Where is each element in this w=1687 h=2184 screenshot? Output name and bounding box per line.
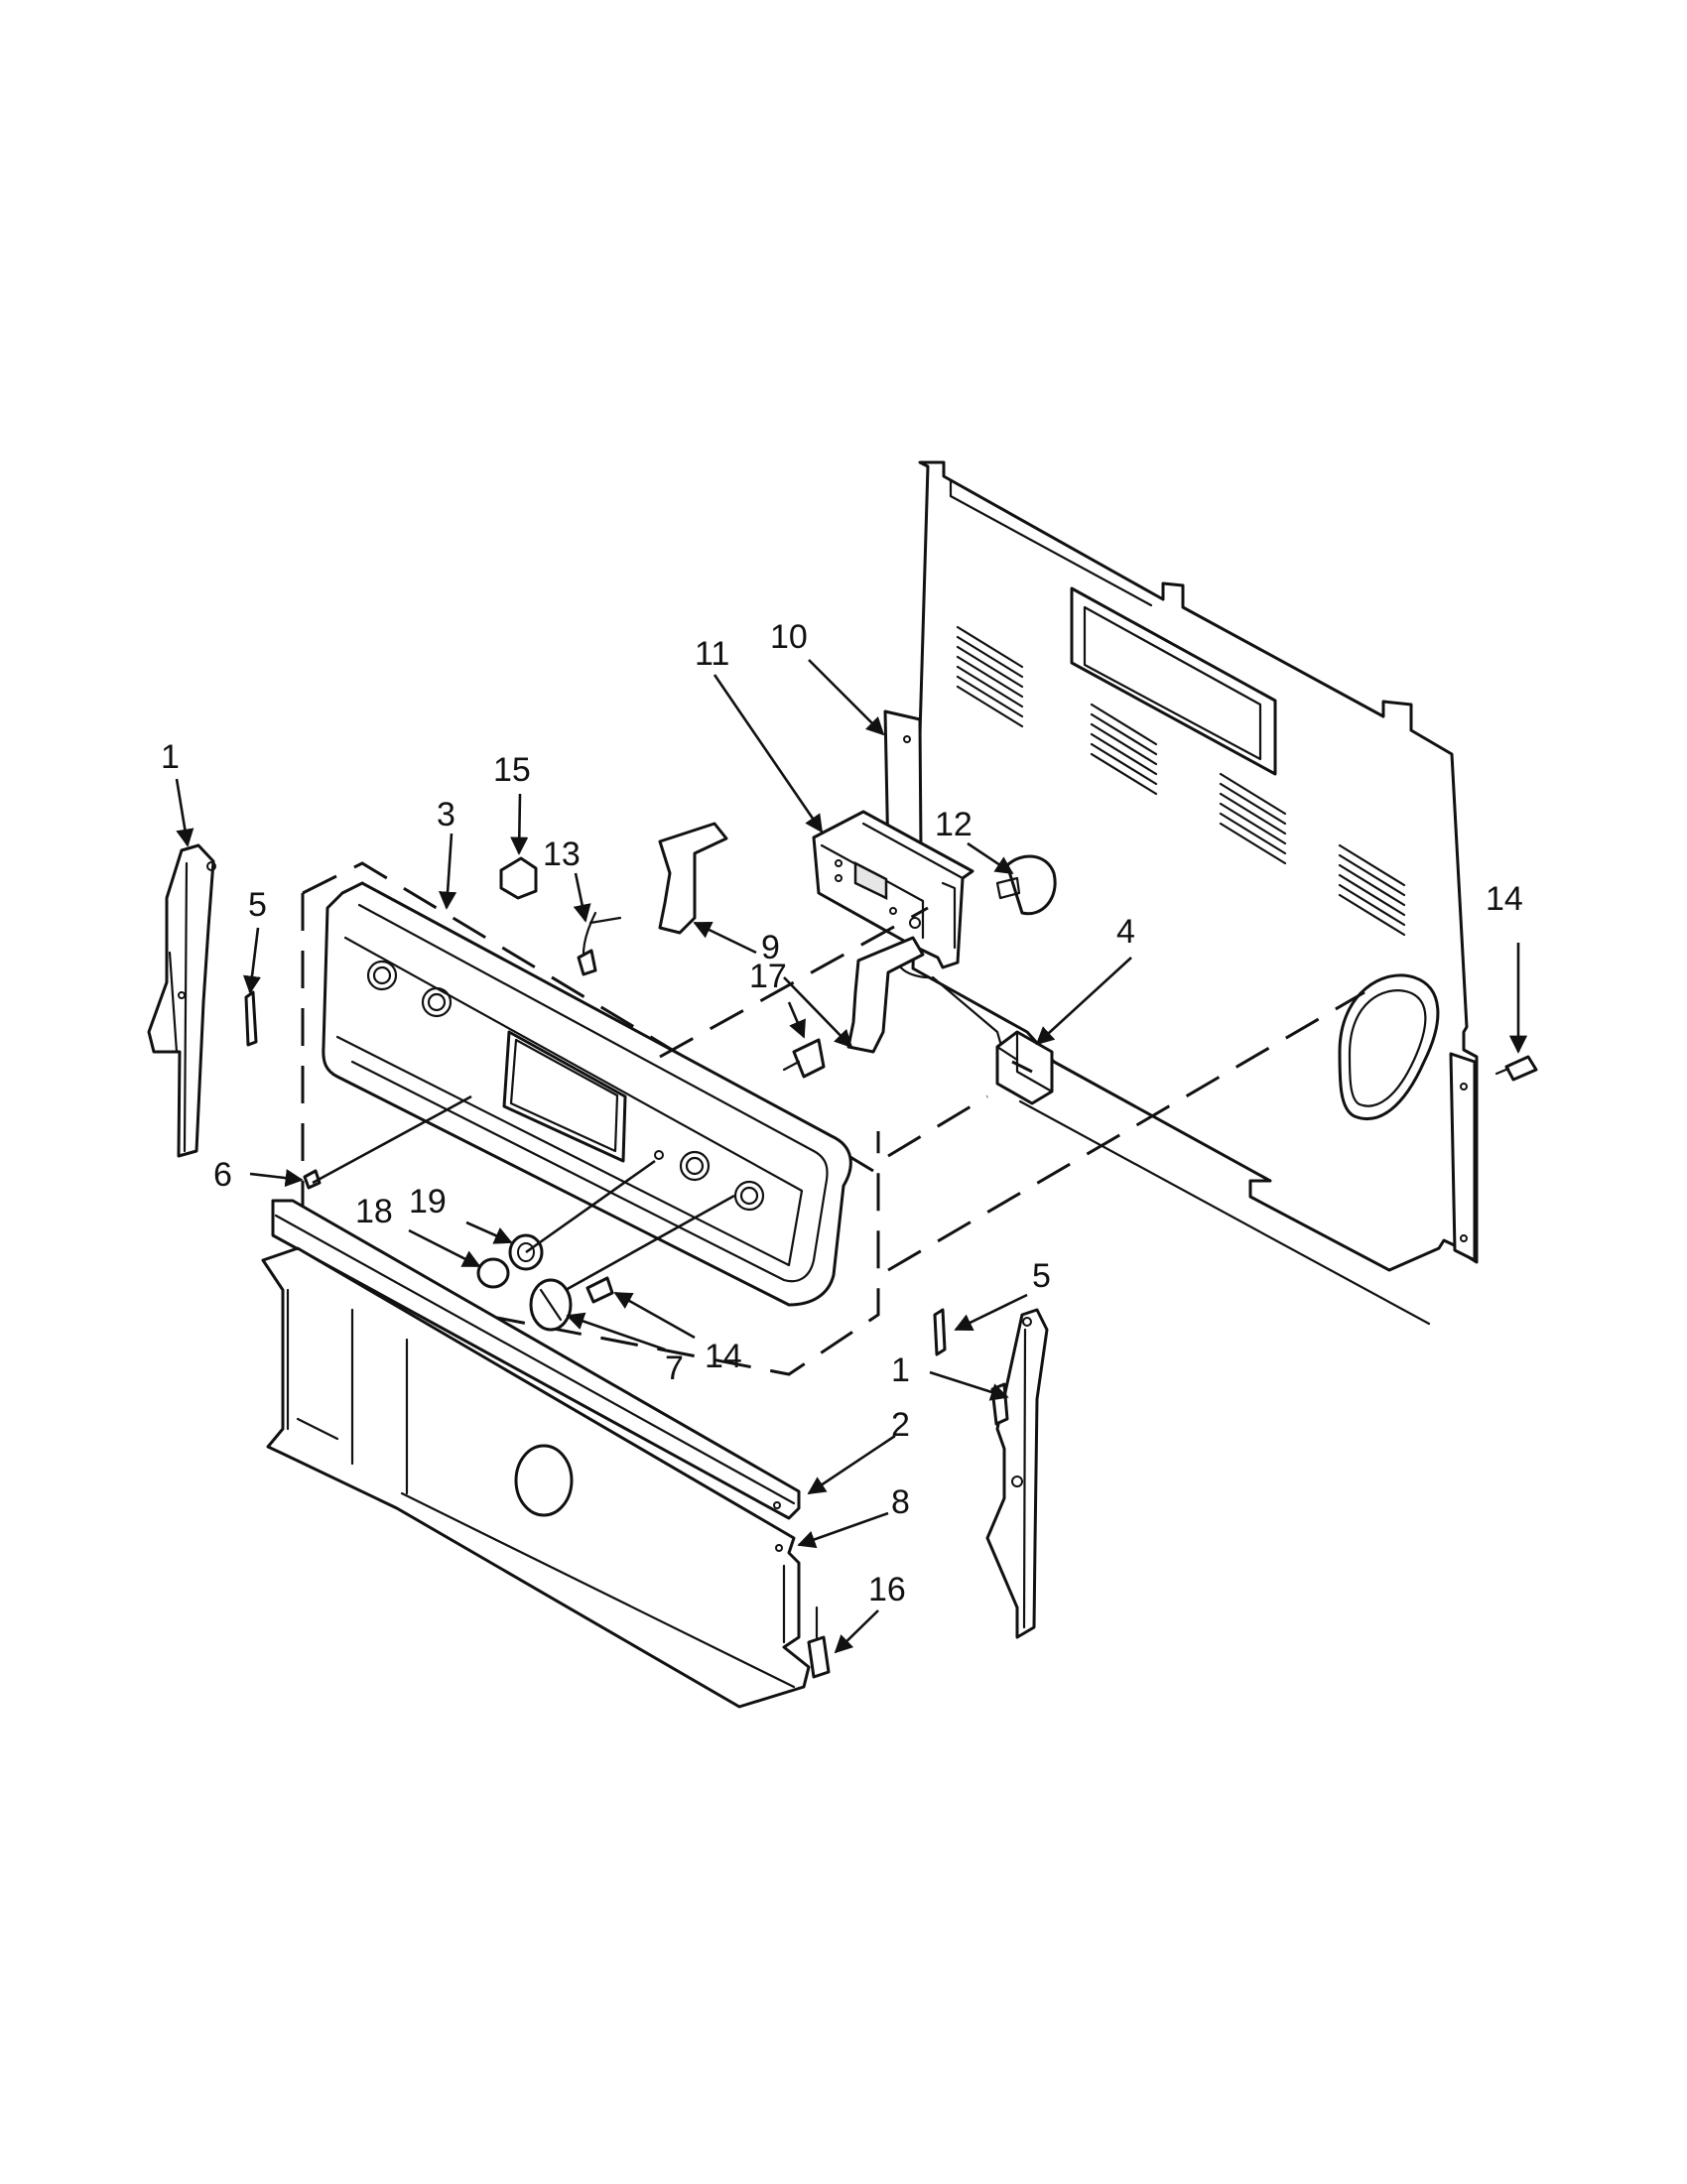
callout-2: 2 [891,1406,910,1444]
callout-15: 15 [493,751,531,789]
control-panel-part [301,861,880,1376]
spring-clip-5-left-part [244,990,258,1047]
callout-1-right: 1 [891,1351,910,1389]
screw-14-left-part [585,1276,614,1304]
manifold-panel-part [261,1199,811,1709]
callout-14-right: 14 [1486,880,1523,918]
callout-3: 3 [437,796,455,834]
side-trim-right-part [985,1308,1049,1639]
bracket-9-left-part [658,822,728,935]
callout-1-left: 1 [161,738,180,776]
clip-15-part [499,856,538,900]
callout-5-right: 5 [1032,1257,1051,1295]
spring-clip-5-right-part [933,1308,947,1356]
screw-12-part [995,854,1057,916]
callout-12: 12 [935,806,973,843]
screw-16-part [807,1606,831,1679]
callout-9: 9 [761,929,780,966]
screw-14-right-part [1494,1055,1538,1082]
callout-18: 18 [355,1193,393,1230]
callout-14-left: 14 [705,1338,742,1375]
side-trim-left-part [147,843,216,1158]
callout-leaders [175,659,1528,1654]
knob-7-part [529,1278,573,1332]
callout-labels: 1 1 2 3 4 5 5 6 7 8 9 10 11 12 13 14 14 … [161,618,1523,1608]
callout-13: 13 [543,835,581,873]
bezel-18-part [476,1257,510,1289]
wire-13-part [577,911,622,976]
callout-5-left: 5 [248,886,267,924]
callout-6: 6 [213,1156,232,1194]
callout-16: 16 [868,1571,906,1608]
assembly-lines [312,906,1365,1292]
callout-7: 7 [665,1349,684,1387]
callout-10: 10 [770,618,808,656]
callout-11: 11 [695,635,729,673]
rear-panel-part [883,460,1479,1326]
screw-6-part [303,1169,322,1190]
callout-17: 17 [749,958,787,995]
clock-control-board-part [812,810,974,969]
callout-8: 8 [891,1483,910,1521]
callout-4: 4 [1116,913,1135,951]
callout-19: 19 [409,1183,447,1220]
switch-17-part [782,1038,826,1079]
bracket-9-right-part [846,936,925,1054]
